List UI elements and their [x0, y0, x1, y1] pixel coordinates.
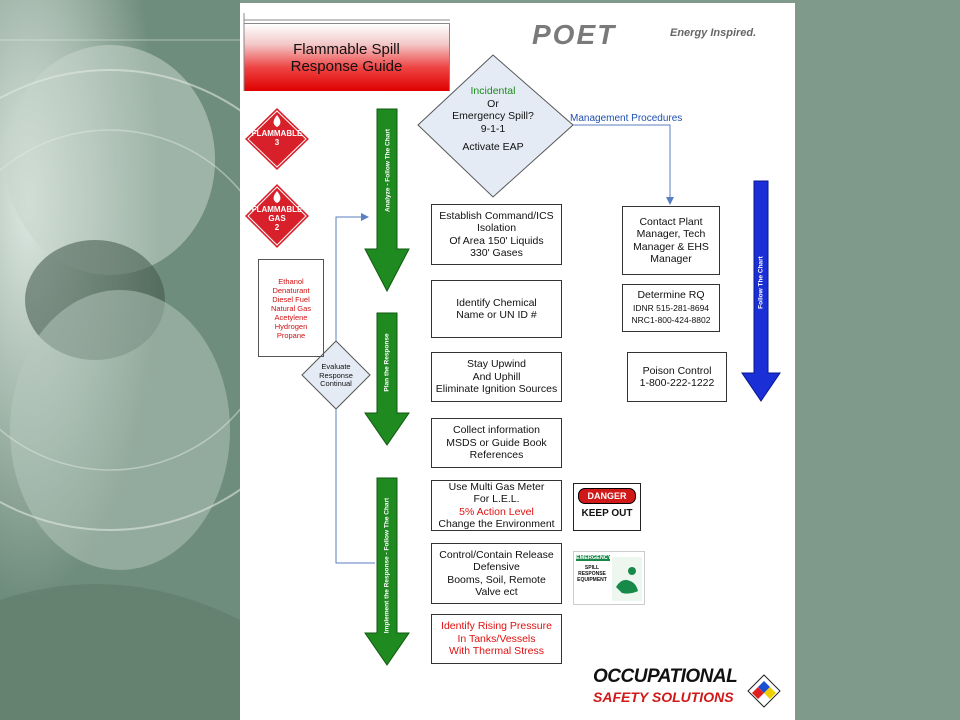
chemical-item: Propane [276, 330, 306, 340]
step-identify-chemical: Identify Chemical Name or UN ID # [431, 280, 562, 338]
label-analyze: Analyze - Follow The Chart [384, 128, 392, 213]
danger-keep-out-sign: DANGER KEEP OUT [573, 483, 641, 531]
step-collect-information: Collect information MSDS or Guide Book R… [431, 418, 562, 468]
flame-icon [273, 115, 281, 127]
step-control-contain: Control/Contain Release Defensive Booms,… [431, 543, 562, 604]
spill-kit-icon [612, 557, 642, 601]
emergency-spill-sign: EMERGENCY SPILL RESPONSE EQUIPMENT [573, 551, 645, 605]
emergency-label: EMERGENCY [576, 555, 612, 561]
label-follow-chart: Follow The Chart [757, 256, 765, 309]
decision-text: Incidental Or Emergency Spill? 9-1-1 Act… [452, 85, 534, 153]
placard-1-label: FLAMMABLE 3 [251, 129, 303, 147]
poet-tagline: Energy Inspired. [670, 27, 757, 39]
chemical-item: Ethanol [278, 276, 304, 286]
placard-2-label: FLAMMABLE GAS 2 [251, 205, 303, 232]
keep-out-label: KEEP OUT [581, 508, 633, 519]
chemical-item: Natural Gas [270, 303, 312, 313]
title-line-2: Response Guide [290, 57, 403, 75]
label-plan: Plan the Response [383, 333, 391, 392]
step-rising-pressure: Identify Rising Pressure In Tanks/Vessel… [431, 614, 562, 664]
flame-icon [273, 191, 281, 203]
evaluate-text: Evaluate Response Continual [319, 362, 353, 388]
oss-logo-diamond [747, 674, 781, 708]
chemical-item: Hydrogen [274, 321, 308, 331]
title-line-1: Flammable Spill [293, 40, 400, 58]
step-poison-control: Poison Control 1-800-222-1222 [627, 352, 727, 402]
poet-logo: POET [532, 19, 617, 50]
oss-logo-line-1: OCCUPATIONAL [593, 666, 738, 687]
oss-logo-line-2: SAFETY SOLUTIONS [593, 689, 734, 705]
label-implement: Implement the Response - Follow The Char… [383, 497, 391, 634]
management-procedures-label: Management Procedures [570, 113, 683, 124]
chemical-list: Ethanol Denaturant Diesel Fuel Natural G… [258, 259, 324, 357]
chemical-item: Acetylene [274, 312, 308, 322]
title-banner: Flammable Spill Response Guide [244, 23, 450, 91]
step-contact-plant-manager: Contact Plant Manager, Tech Manager & EH… [622, 206, 720, 275]
step-gas-meter: Use Multi Gas Meter For L.E.L. 5% Action… [431, 480, 562, 531]
spill-equipment-label: SPILL RESPONSE EQUIPMENT [577, 565, 607, 583]
flowchart-page: Flammable Spill Response Guide POET Ener… [240, 3, 795, 720]
chemical-item: Diesel Fuel [272, 294, 310, 304]
step-establish-command: Establish Command/ICS Isolation Of Area … [431, 204, 562, 265]
step-stay-upwind: Stay Upwind And Uphill Eliminate Ignitio… [431, 352, 562, 402]
step-determine-rq: Determine RQ IDNR 515-281-8694 NRC1-800-… [622, 284, 720, 332]
danger-label: DANGER [578, 488, 636, 504]
chemical-item: Denaturant [272, 285, 310, 295]
